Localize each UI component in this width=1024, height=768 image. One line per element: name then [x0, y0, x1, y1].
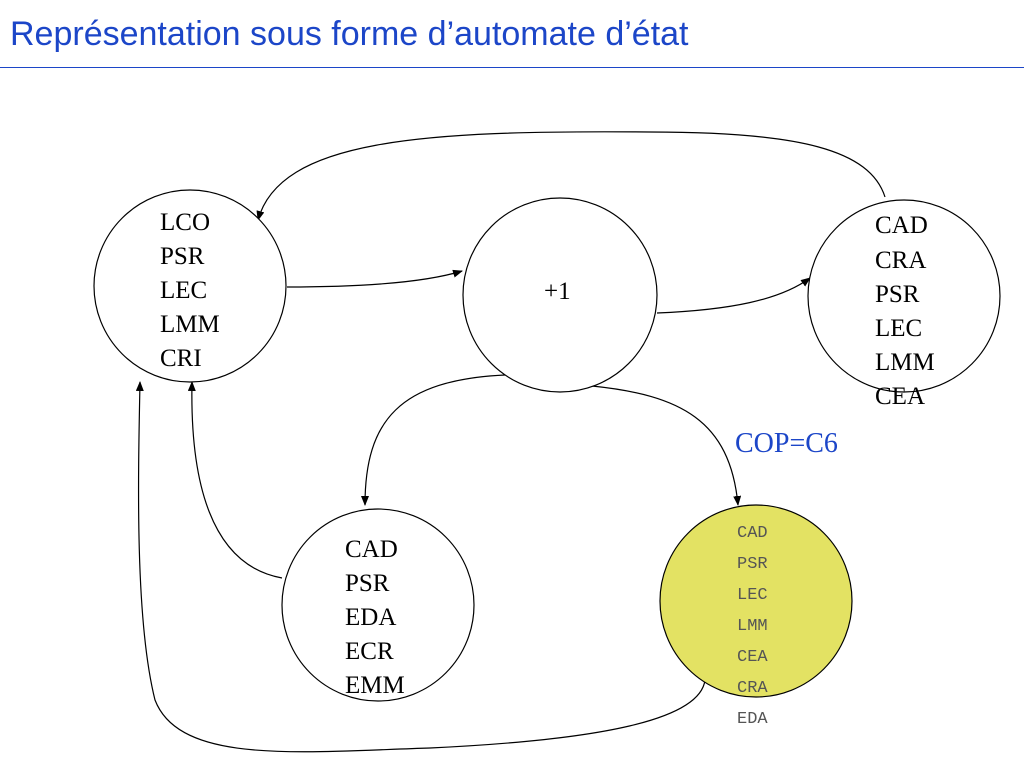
transition-read-to-fetch	[256, 131, 886, 221]
transition-increment-to-read	[656, 277, 811, 314]
state-increment-label: +1	[544, 278, 571, 305]
state-fetch-line: LEC	[160, 277, 207, 304]
state-c6-line: LEC	[737, 586, 768, 605]
state-fetch-line: PSR	[160, 243, 205, 270]
condition-label: COP=C6	[735, 428, 838, 459]
transition-fetch-to-increment	[286, 269, 463, 288]
transition-increment-to-c6	[591, 385, 742, 506]
state-c6-line: PSR	[737, 555, 768, 574]
state-write-line: CAD	[345, 536, 398, 563]
state-c6-line: LMM	[737, 617, 768, 636]
state-write-line: EDA	[345, 604, 396, 631]
state-write-line: EMM	[345, 672, 405, 699]
state-write-line: ECR	[345, 638, 394, 665]
state-write-line: PSR	[345, 570, 390, 597]
slide-title: Représentation sous forme d’automate d’é…	[10, 15, 689, 53]
state-fetch-line: LMM	[160, 311, 220, 338]
state-c6-line: CRA	[737, 679, 768, 698]
transition-increment-to-write	[361, 374, 506, 506]
state-write	[281, 508, 475, 702]
state-read-operand-line: LMM	[875, 349, 935, 376]
transition-c6-to-fetch	[135, 381, 706, 753]
state-read-operand-line: PSR	[875, 281, 920, 308]
title-underline	[0, 67, 1024, 68]
state-read-operand-line: LEC	[875, 315, 922, 342]
state-fetch-line: LCO	[160, 209, 210, 236]
transition-write-to-fetch	[187, 381, 283, 579]
state-fetch	[93, 189, 287, 383]
state-c6-line: EDA	[737, 710, 768, 729]
state-read-operand-line: CAD	[875, 212, 928, 239]
state-read-operand-line: CRA	[875, 247, 926, 274]
state-increment	[462, 197, 658, 393]
state-c6	[659, 504, 853, 698]
state-read-operand	[807, 199, 1001, 393]
state-fetch-line: CRI	[160, 345, 202, 372]
state-c6-line: CEA	[737, 648, 768, 667]
state-read-operand-line: CEA	[875, 383, 925, 410]
state-c6-line: CAD	[737, 524, 768, 543]
